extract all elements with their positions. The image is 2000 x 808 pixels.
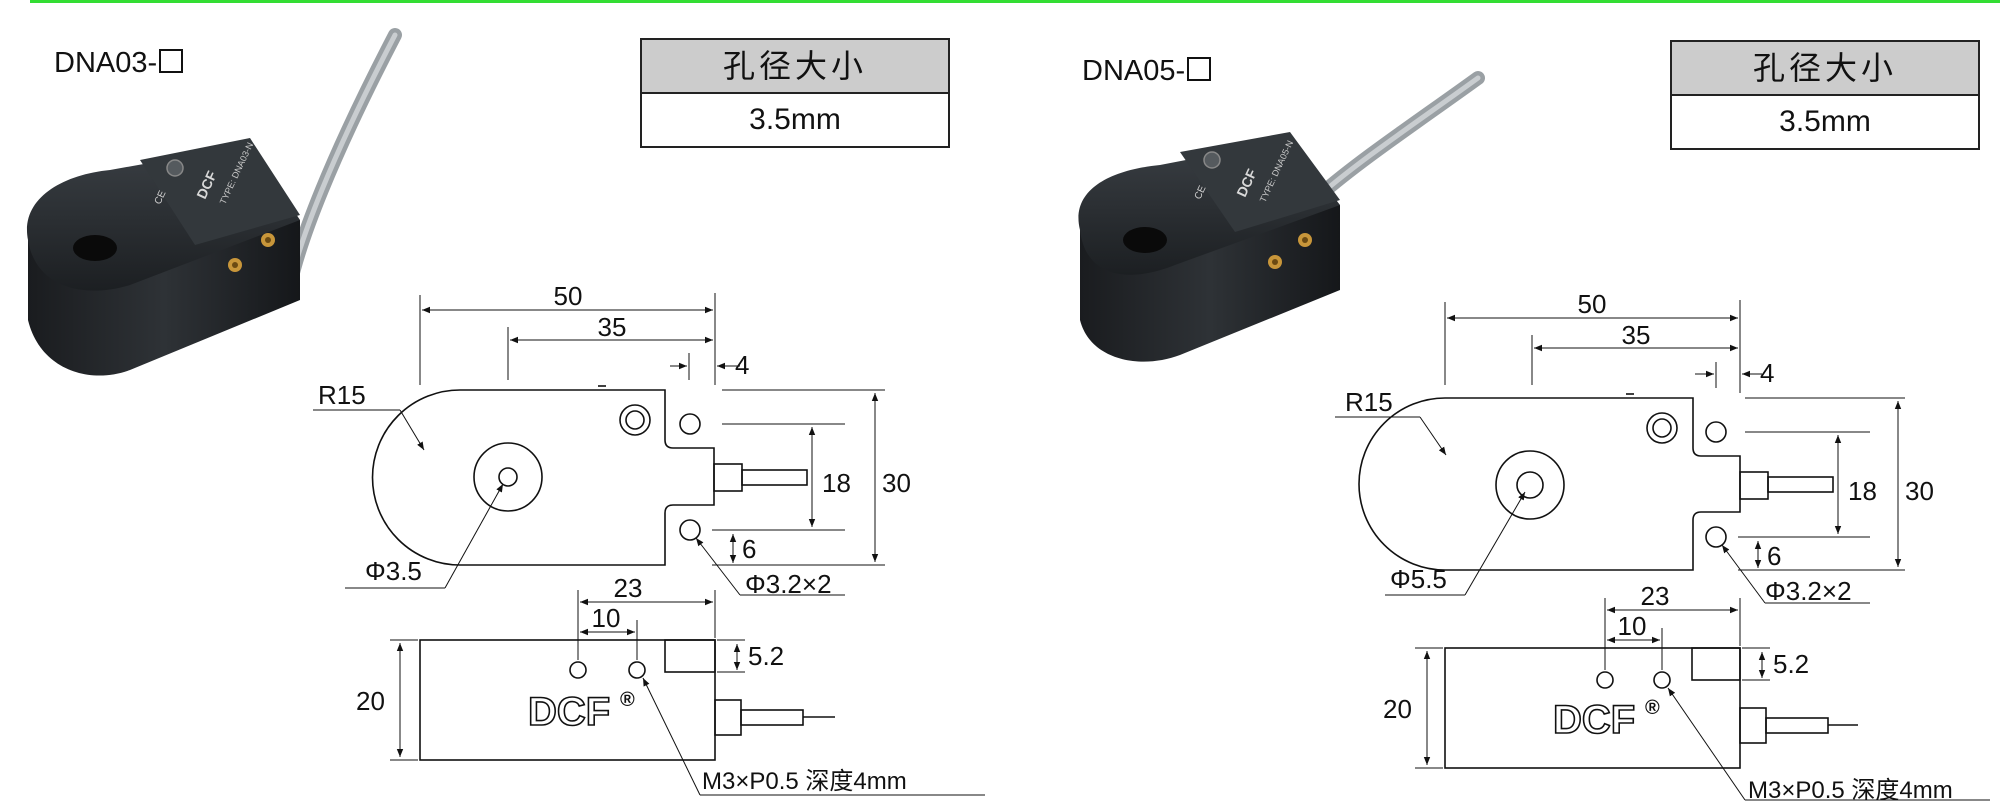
dim-6: 6 xyxy=(742,534,756,564)
dim-r15: R15 xyxy=(1345,387,1393,417)
dim-30: 30 xyxy=(1905,476,1934,506)
dim-50: 50 xyxy=(1578,289,1607,319)
sensor-panel-dna05: DNA05- 孔径大小 3.5mm DCF xyxy=(1000,0,2000,808)
side-view xyxy=(1444,647,1858,769)
dim-10: 10 xyxy=(1618,611,1647,641)
hole-size-header: 孔径大小 xyxy=(642,40,948,94)
dim-4: 4 xyxy=(1760,358,1774,388)
thread-spec: M3×P0.5 深度4mm xyxy=(1748,777,1953,804)
dim-5-2: 5.2 xyxy=(748,641,784,671)
option-box-icon xyxy=(1187,57,1212,81)
model-name: DNA05- xyxy=(1082,55,1212,88)
sensor-drawing: DCF TYPE: DNA03-N CE xyxy=(26,28,985,796)
sensor-drawing: DCF TYPE: DNA05-N CE xyxy=(1078,71,1990,804)
model-name: DNA03- xyxy=(54,47,184,80)
hole-size-header: 孔径大小 xyxy=(1672,42,1978,96)
hole-size-table: 孔径大小 3.5mm xyxy=(640,38,950,148)
hole-size-value: 3.5mm xyxy=(749,103,841,136)
thread-spec: M3×P0.5 深度4mm xyxy=(702,768,907,795)
top-view xyxy=(1358,393,1834,571)
top-view xyxy=(371,385,808,566)
hole-size-value: 3.5mm xyxy=(1779,105,1871,138)
dim-50: 50 xyxy=(554,281,583,311)
dim-4: 4 xyxy=(735,350,749,380)
registered-mark: ® xyxy=(1645,697,1660,719)
dim-35: 35 xyxy=(1622,320,1651,350)
dim-30: 30 xyxy=(882,468,911,498)
dim-23: 23 xyxy=(614,573,643,603)
option-box-icon xyxy=(159,49,184,73)
sensor-photo: DCF TYPE: DNA03-N CE xyxy=(26,28,402,376)
dim-20: 20 xyxy=(1383,694,1412,724)
photo-ce-label: CE xyxy=(153,189,169,207)
photo-ce-label: CE xyxy=(1193,184,1209,202)
side-view xyxy=(419,639,835,761)
dim-10: 10 xyxy=(592,603,621,633)
dim-23: 23 xyxy=(1641,581,1670,611)
registered-mark: ® xyxy=(620,689,635,711)
top-accent-line xyxy=(30,0,2000,3)
dim-18: 18 xyxy=(822,468,851,498)
sensor-panel-dna03: DNA03- 孔径大小 3.5mm xyxy=(26,28,985,796)
dim-35: 35 xyxy=(598,312,627,342)
dim-mount-holes: Φ3.2×2 xyxy=(1765,576,1852,606)
dim-6: 6 xyxy=(1767,541,1781,571)
side-brand-logo: DCF xyxy=(528,690,610,734)
dim-hole-diameter: Φ5.5 xyxy=(1390,564,1447,594)
dim-5-2: 5.2 xyxy=(1773,649,1809,679)
dim-18: 18 xyxy=(1848,476,1877,506)
hole-size-table: 孔径大小 3.5mm xyxy=(1670,40,1980,150)
sensor-photo: DCF TYPE: DNA05-N CE xyxy=(1078,71,1485,362)
dim-20: 20 xyxy=(356,686,385,716)
dim-hole-diameter: Φ3.5 xyxy=(365,556,422,586)
dim-r15: R15 xyxy=(318,380,366,410)
dim-mount-holes: Φ3.2×2 xyxy=(745,569,832,599)
side-brand-logo: DCF xyxy=(1553,698,1635,742)
